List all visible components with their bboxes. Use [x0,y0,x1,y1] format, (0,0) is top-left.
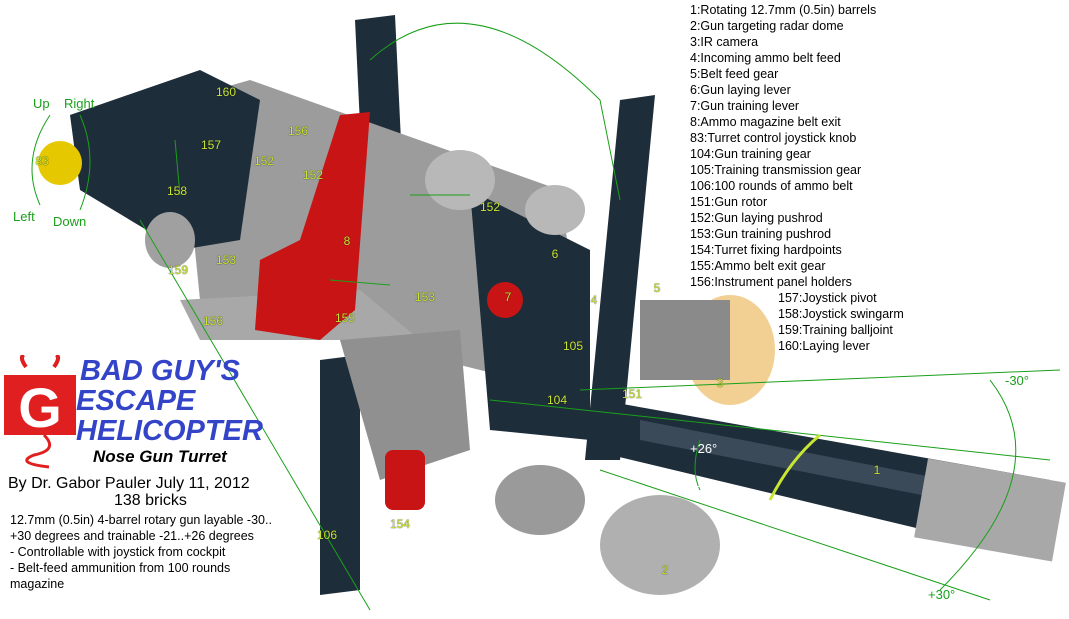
red-laying-arm [255,112,370,340]
part-label: 157 [200,138,222,152]
legend-item: 8:Ammo magazine belt exit [690,115,841,129]
joystick [70,70,260,250]
part-label: 3 [716,376,724,390]
part-label: 156 [202,314,224,328]
legend-item: 157:Joystick pivot [778,291,877,305]
legend-item: 158:Joystick swingarm [778,307,904,321]
legend-item: 156:Instrument panel holders [690,275,852,289]
part-label: 6 [551,247,559,261]
part-label: 153 [215,253,237,267]
part-label: 152 [253,154,275,168]
legend-item: 159:Training balljoint [778,323,893,337]
part-label: 4 [590,293,598,307]
legend-item: 7:Gun training lever [690,99,800,113]
direction-down: Down [53,214,87,229]
angle-plus26: +26° [690,441,718,456]
description-line: 12.7mm (0.5in) 4-barrel rotary gun layab… [10,513,272,527]
legend-item: 151:Gun rotor [690,195,768,209]
radar-dome [600,495,720,595]
part-label: 83 [35,154,49,168]
gun-barrels [590,400,1066,562]
legend-item: 154:Turret fixing hardpoints [690,243,842,257]
part-label: 158 [166,184,188,198]
subtitle: Nose Gun Turret [93,447,227,466]
title-line-3: HELICOPTER [76,415,263,447]
part-label: 105 [562,339,584,353]
part-label: 152 [479,200,501,214]
description: 12.7mm (0.5in) 4-barrel rotary gun layab… [10,512,272,592]
part-label: 106 [316,528,338,542]
angle-plus30: +30° [928,587,956,602]
part-label: 1 [873,463,881,477]
part-label: 7 [504,290,512,304]
legend-item: 3:IR camera [690,35,759,49]
legend-item: 152:Gun laying pushrod [690,211,823,225]
legend-item: 153:Gun training pushrod [690,227,832,241]
svg-text:G: G [18,376,62,439]
legend-item: 106:100 rounds of ammo belt [690,179,853,193]
description-line: - Belt-feed ammunition from 100 rounds [10,561,231,575]
part-label: 153 [414,290,436,304]
devil-g-logo: G [4,355,76,469]
legend-item: 105:Training transmission gear [690,163,862,177]
part-label: 156 [287,124,309,138]
legend-item: 104:Gun training gear [690,147,811,161]
legend-item: 6:Gun laying lever [690,83,791,97]
angle-minus21: -21° [696,478,720,493]
direction-up: Up [33,96,50,111]
parts-legend-continued: 157:Joystick pivot 158:Joystick swingarm… [778,290,904,354]
title-line-1: BAD GUY'S [80,355,240,387]
part-label: 2 [661,563,669,577]
legend-item: 160:Laying lever [778,339,870,353]
legend-item: 5:Belt feed gear [690,67,779,81]
part-label: 160 [215,85,237,99]
part-label: 152 [302,168,324,182]
direction-right: Right [64,96,95,111]
description-line: +30 degrees and trainable -21..+26 degre… [10,529,254,543]
joystick-knob [38,141,82,185]
part-label: 104 [546,393,568,407]
brick-count: 138 bricks [114,492,187,509]
byline: By Dr. Gabor Pauler July 11, 2012 [8,475,250,492]
parts-legend: 1:Rotating 12.7mm (0.5in) barrels 2:Gun … [690,2,876,290]
legend-item: 1:Rotating 12.7mm (0.5in) barrels [690,3,877,17]
part-label: 155 [334,311,356,325]
part-label: 154 [389,517,411,531]
title-line-2: ESCAPE [76,385,196,417]
motion-arcs [31,22,1061,611]
angle-minus30: -30° [1005,373,1029,388]
legend-item: 155:Ammo belt exit gear [690,259,826,273]
legend-item: 83:Turret control joystick knob [690,131,857,145]
direction-left: Left [13,209,35,224]
legend-item: 4:Incoming ammo belt feed [690,51,841,65]
part-label: 151 [621,387,643,401]
part-label: 8 [343,234,351,248]
description-line: magazine [10,577,65,591]
legend-item: 2:Gun targeting radar dome [690,19,844,33]
description-line: - Controllable with joystick from cockpi… [10,545,226,559]
part-label: 5 [653,281,661,295]
part-label: 159 [167,263,189,277]
